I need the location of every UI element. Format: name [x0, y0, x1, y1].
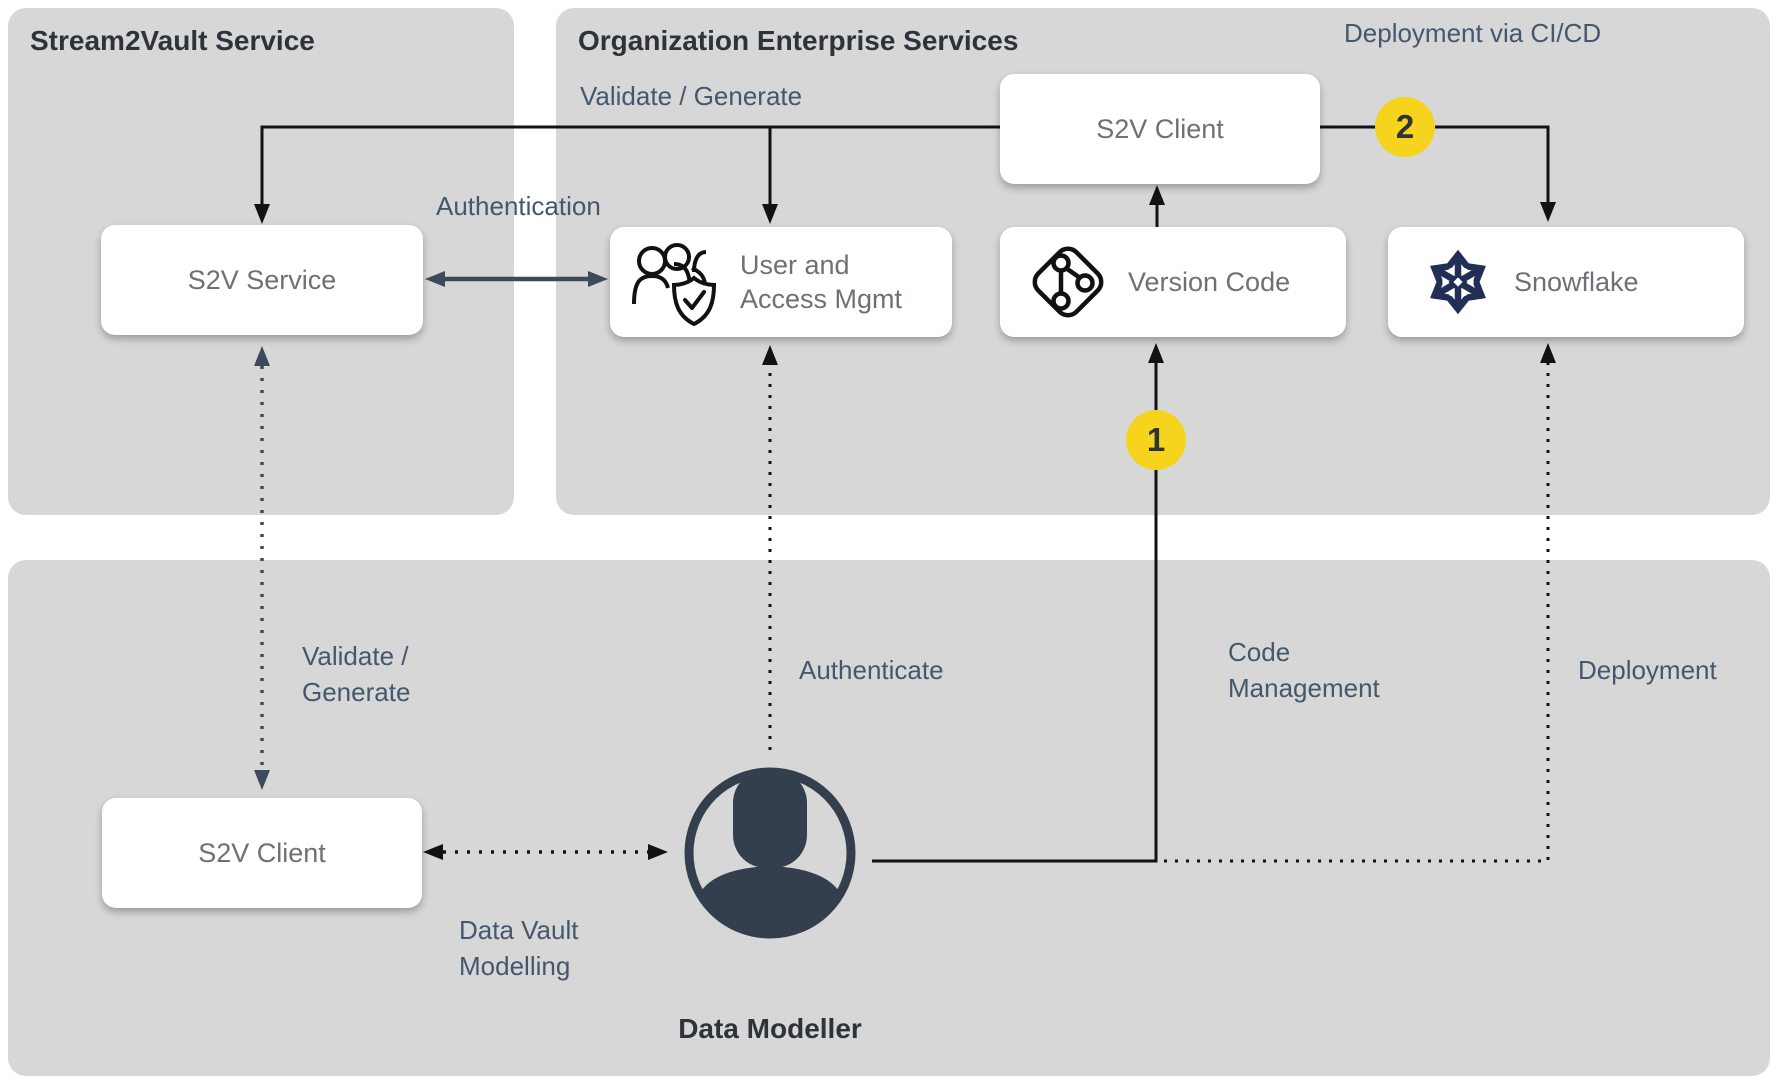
person-icon [684, 767, 856, 939]
node-s2v-client-top: S2V Client [1000, 74, 1320, 184]
stream2vault-title: Stream2Vault Service [30, 25, 315, 56]
data-modeller-title: Data Modeller [678, 1013, 862, 1044]
arrow-code-management [872, 343, 1164, 863]
node-s2v-client-bottom: S2V Client [102, 798, 422, 908]
enterprise-title: Organization Enterprise Services [578, 25, 1019, 56]
git-branch-icon [1032, 246, 1104, 318]
node-version-code: Version Code [1000, 227, 1346, 337]
label-validate-generate-left: Validate / Generate [302, 641, 411, 707]
arrow-validate-to-s2v-service [254, 125, 1000, 224]
label-authenticate: Authenticate [799, 655, 944, 685]
step-badge-2: 2 [1375, 97, 1435, 157]
user-access-label: User and Access Mgmt [740, 250, 903, 314]
label-deployment: Deployment [1578, 655, 1717, 685]
node-snowflake: Snowflake [1388, 227, 1744, 337]
label-deployment-via-cicd: Deployment via CI/CD [1344, 18, 1602, 48]
node-user-access-mgmt: User and Access Mgmt [610, 227, 952, 337]
s2v-client-top-label: S2V Client [1096, 114, 1224, 144]
arrow-deployment-dotted [1164, 343, 1556, 863]
arrow-client-to-snowflake [1320, 125, 1556, 222]
snowflake-icon [1430, 249, 1486, 315]
label-authentication: Authentication [436, 191, 601, 221]
snowflake-label: Snowflake [1514, 267, 1639, 297]
s2v-client-bottom-label: S2V Client [198, 838, 326, 868]
users-shield-icon [632, 243, 717, 327]
node-s2v-service: S2V Service [101, 225, 423, 335]
label-validate-generate-top: Validate / Generate [580, 81, 803, 111]
label-code-management: Code Management [1228, 637, 1380, 703]
version-code-label: Version Code [1128, 267, 1291, 297]
step-badge-1: 1 [1126, 410, 1186, 470]
label-data-vault-modelling: Data Vault Modelling [459, 915, 579, 981]
s2v-service-label: S2V Service [187, 265, 337, 295]
